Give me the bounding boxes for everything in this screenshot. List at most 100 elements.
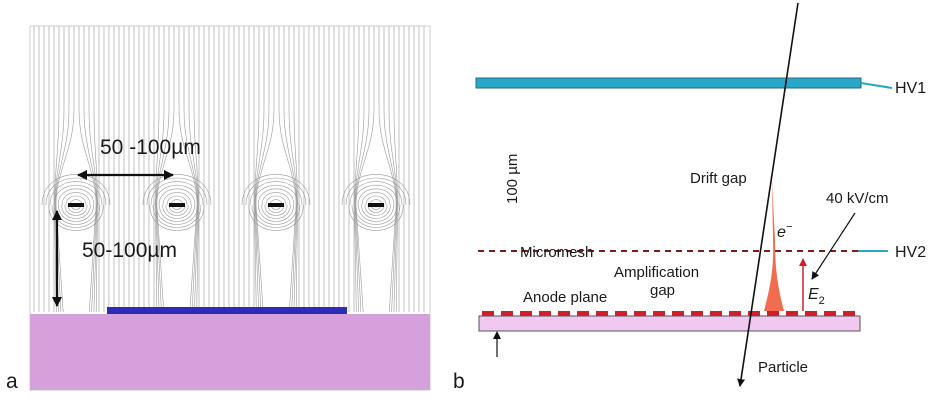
field-line — [248, 204, 304, 231]
field-lines — [33, 26, 425, 313]
field-line — [257, 188, 295, 206]
field-line — [156, 26, 170, 313]
panel-b-label: b — [453, 370, 465, 393]
anode-pad — [767, 311, 779, 316]
field-line — [265, 195, 287, 206]
field-line — [254, 204, 298, 225]
substrate — [30, 314, 430, 390]
mesh-wire-2 — [169, 203, 185, 207]
anode-pad — [615, 311, 627, 316]
field-line — [249, 181, 303, 206]
field-line — [78, 26, 97, 313]
field-line — [162, 204, 192, 219]
field-line — [166, 195, 188, 206]
field-line — [64, 204, 88, 216]
hv2-label: HV2 — [895, 244, 926, 261]
anode-pad — [558, 311, 570, 316]
panel-b: HV1 HV2 Micromesh Anode plane 100 µm Dri… — [453, 2, 926, 393]
field-line — [61, 204, 91, 219]
amplification-label: Amplification — [614, 264, 699, 281]
field-line — [383, 26, 397, 313]
anode-pad — [729, 311, 741, 316]
gap-dimension-arrowhead — [493, 331, 501, 339]
field-value-label: 40 kV/cm — [826, 190, 889, 207]
gap-label: 50-100µm — [82, 239, 177, 262]
field-line — [258, 204, 294, 222]
anode-pad — [539, 311, 551, 316]
field-line — [88, 26, 98, 313]
field-line — [255, 26, 270, 313]
panel-a-label: a — [6, 370, 18, 393]
anode-pad — [843, 311, 855, 316]
field-line — [255, 26, 275, 313]
hv1-lead — [860, 82, 893, 89]
field-line — [54, 26, 65, 313]
field-line — [378, 26, 397, 313]
field-line — [165, 204, 189, 216]
anode-pads — [482, 311, 855, 316]
field-line — [388, 26, 398, 313]
field-line — [364, 204, 388, 216]
field-line — [251, 204, 301, 228]
field-line — [83, 26, 97, 313]
field-line — [361, 204, 391, 219]
field-line — [154, 184, 200, 206]
anode-pad — [748, 311, 760, 316]
field-line — [158, 188, 196, 206]
field-line — [354, 26, 365, 313]
micromesh-label: Micromesh — [520, 244, 593, 261]
field-line — [365, 195, 387, 206]
field-line — [178, 26, 198, 313]
anode-pad — [596, 311, 608, 316]
field-line — [267, 204, 285, 213]
field-line — [159, 204, 195, 222]
pitch-label: 50 -100µm — [100, 136, 201, 159]
anode-strip — [107, 307, 347, 314]
drift-gap-label: Drift gap — [690, 170, 747, 187]
field-line — [150, 181, 204, 206]
field-line — [288, 26, 298, 313]
field-line — [349, 181, 403, 206]
electron-label: e− — [777, 221, 793, 241]
field-line — [67, 204, 85, 213]
particle-label: Particle — [758, 359, 808, 376]
anode-pad — [482, 311, 494, 316]
anode-pad — [577, 311, 589, 316]
field-line — [183, 26, 198, 313]
field-line — [367, 204, 385, 213]
anode-pad — [634, 311, 646, 316]
field-line — [261, 204, 291, 219]
field-line — [156, 26, 175, 313]
field-line — [49, 181, 103, 206]
field-line — [357, 188, 395, 206]
field-line — [65, 195, 87, 206]
drift-electrode — [475, 77, 862, 89]
field-e2-label: E2 — [808, 286, 825, 307]
field-line — [55, 26, 70, 313]
field-line — [149, 204, 205, 231]
field-line — [355, 26, 370, 313]
field-line — [283, 26, 297, 313]
particle-track — [737, 2, 799, 387]
anode-pad — [786, 311, 798, 316]
mesh-wire-1 — [68, 203, 84, 207]
field-line — [48, 204, 104, 231]
field-line — [155, 204, 199, 225]
anode-pad — [501, 311, 513, 316]
anode-pad — [710, 311, 722, 316]
anode-pad — [805, 311, 817, 316]
field-line — [188, 26, 199, 313]
field-line — [152, 204, 202, 228]
field-line — [354, 204, 398, 225]
mesh-wire-3 — [268, 203, 284, 207]
anode-pad — [691, 311, 703, 316]
field-line — [353, 184, 399, 206]
anode-plane-label: Anode plane — [523, 289, 607, 306]
amplification-label-2: gap — [650, 282, 675, 299]
field-pointer — [811, 212, 856, 280]
mesh-wire-4 — [368, 203, 384, 207]
field-line — [278, 26, 297, 313]
field-line — [155, 26, 165, 313]
anode-pad — [520, 311, 532, 316]
